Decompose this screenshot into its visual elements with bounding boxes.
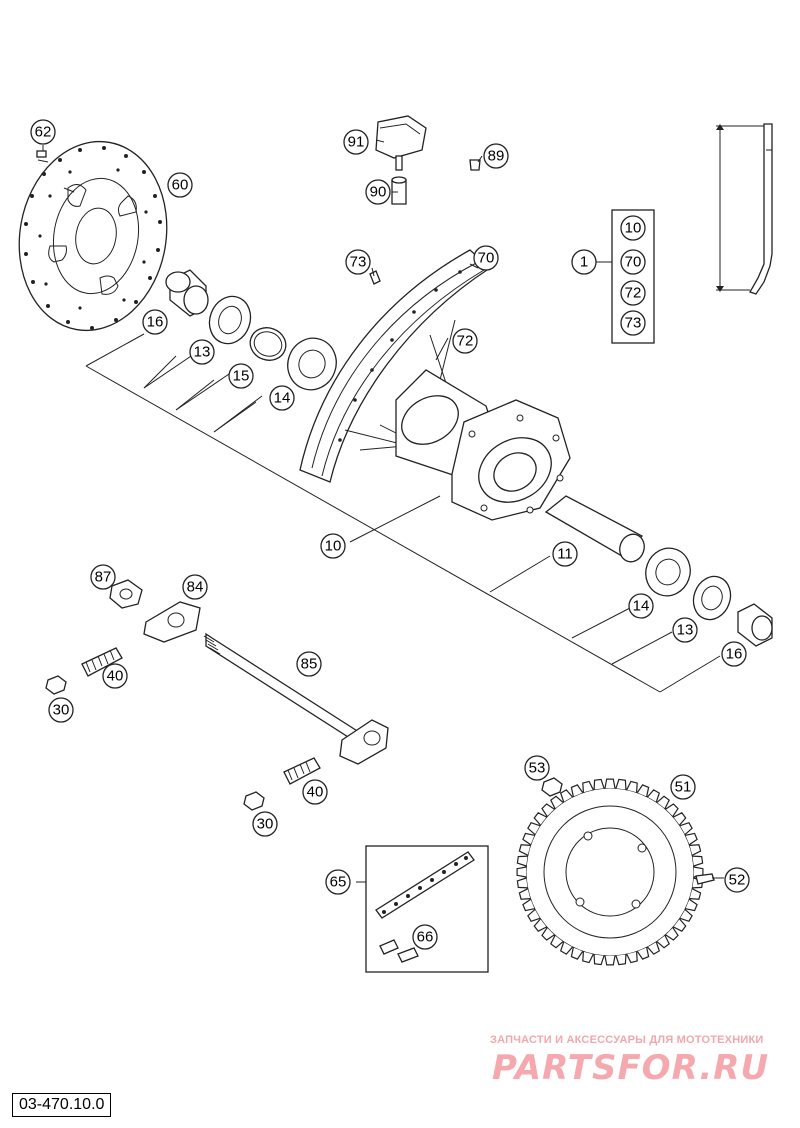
svg-text:84: 84 bbox=[187, 579, 204, 596]
svg-text:70: 70 bbox=[478, 250, 495, 267]
kit-item-10: 10 bbox=[620, 215, 646, 241]
chain bbox=[356, 851, 475, 963]
callout-52: 52 bbox=[724, 867, 750, 893]
svg-text:1: 1 bbox=[580, 254, 588, 271]
sprocket-teeth bbox=[516, 778, 704, 966]
callout-72: 72 bbox=[452, 328, 478, 354]
svg-text:72: 72 bbox=[625, 285, 642, 302]
svg-text:14: 14 bbox=[274, 390, 291, 407]
diagram-reference-number: 03-470.10.0 bbox=[12, 1093, 112, 1117]
callout-11: 11 bbox=[552, 541, 578, 567]
callout-15: 15 bbox=[228, 363, 254, 389]
svg-text:15: 15 bbox=[233, 368, 250, 385]
axle-assembly bbox=[45, 579, 389, 811]
callout-66: 66 bbox=[412, 924, 438, 950]
kit-item-72: 72 bbox=[620, 280, 646, 306]
svg-text:85: 85 bbox=[301, 656, 318, 673]
svg-text:40: 40 bbox=[107, 668, 124, 685]
callout-89: 89 bbox=[483, 143, 509, 169]
callout-60: 60 bbox=[167, 172, 193, 198]
svg-text:89: 89 bbox=[488, 148, 505, 165]
svg-text:90: 90 bbox=[370, 184, 387, 201]
svg-text:52: 52 bbox=[729, 872, 746, 889]
right-hub-parts bbox=[544, 495, 773, 647]
svg-text:30: 30 bbox=[53, 702, 70, 719]
callout-40-lower: 40 bbox=[302, 779, 328, 805]
svg-text:51: 51 bbox=[675, 779, 692, 796]
brake-disc bbox=[18, 140, 168, 332]
svg-text:62: 62 bbox=[35, 124, 52, 141]
svg-text:14: 14 bbox=[633, 598, 650, 615]
svg-text:65: 65 bbox=[330, 874, 347, 891]
callout-51: 51 bbox=[670, 774, 696, 800]
rear-sprocket bbox=[516, 777, 724, 966]
callout-13-left: 13 bbox=[189, 339, 215, 365]
svg-text:40: 40 bbox=[307, 784, 324, 801]
callout-91: 91 bbox=[343, 129, 369, 155]
callout-10: 10 bbox=[320, 533, 346, 559]
svg-text:70: 70 bbox=[625, 254, 642, 271]
callout-65: 65 bbox=[325, 869, 351, 895]
callout-14-right: 14 bbox=[628, 593, 654, 619]
callout-73: 73 bbox=[345, 249, 371, 275]
callout-labels: 62 60 91 89 90 73 70 72 16 13 15 14 10 1… bbox=[30, 119, 750, 950]
callout-87: 87 bbox=[90, 564, 116, 590]
callout-84: 84 bbox=[182, 574, 208, 600]
svg-text:91: 91 bbox=[348, 134, 365, 151]
left-hub-parts bbox=[165, 269, 337, 391]
tire-valve-parts bbox=[375, 115, 481, 205]
watermark-tagline: ЗАПЧАСТИ И АКСЕССУАРЫ ДЛЯ МОТОТЕХНИКИ bbox=[490, 1034, 764, 1046]
svg-text:13: 13 bbox=[677, 622, 694, 639]
rim bbox=[299, 249, 492, 483]
wheel-hub bbox=[344, 319, 571, 521]
svg-text:60: 60 bbox=[172, 177, 189, 194]
kit-item-73: 73 bbox=[620, 310, 646, 336]
callout-62: 62 bbox=[30, 119, 56, 145]
spoke-length-diagram bbox=[716, 123, 773, 295]
svg-text:11: 11 bbox=[557, 546, 573, 563]
svg-text:13: 13 bbox=[194, 344, 211, 361]
callout-30-lower: 30 bbox=[252, 811, 278, 837]
callout-53: 53 bbox=[524, 755, 550, 781]
callout-1: 1 bbox=[571, 249, 597, 275]
disc-bolt bbox=[36, 145, 49, 163]
svg-text:72: 72 bbox=[457, 333, 474, 350]
callout-70: 70 bbox=[473, 245, 499, 271]
svg-text:66: 66 bbox=[417, 929, 434, 946]
spoke-nipple bbox=[369, 270, 381, 285]
svg-text:73: 73 bbox=[625, 315, 642, 332]
kit-item-70: 70 bbox=[620, 249, 646, 275]
callout-30-upper: 30 bbox=[48, 697, 74, 723]
callout-16-right: 16 bbox=[721, 641, 747, 667]
svg-text:73: 73 bbox=[350, 254, 367, 271]
callout-40-upper: 40 bbox=[102, 663, 128, 689]
svg-text:16: 16 bbox=[147, 314, 164, 331]
svg-text:30: 30 bbox=[257, 816, 274, 833]
callout-90: 90 bbox=[365, 179, 391, 205]
callout-13-right: 13 bbox=[672, 617, 698, 643]
callout-16-left: 16 bbox=[142, 309, 168, 335]
callout-85: 85 bbox=[296, 651, 322, 677]
leader-lines bbox=[63, 139, 721, 693]
callout-14-left: 14 bbox=[269, 385, 295, 411]
watermark-logo: PARTSFOR.RU bbox=[492, 1048, 770, 1088]
svg-text:10: 10 bbox=[325, 538, 342, 555]
svg-text:53: 53 bbox=[529, 760, 546, 777]
svg-text:87: 87 bbox=[95, 569, 112, 586]
svg-text:16: 16 bbox=[726, 646, 743, 663]
svg-text:10: 10 bbox=[625, 220, 642, 237]
